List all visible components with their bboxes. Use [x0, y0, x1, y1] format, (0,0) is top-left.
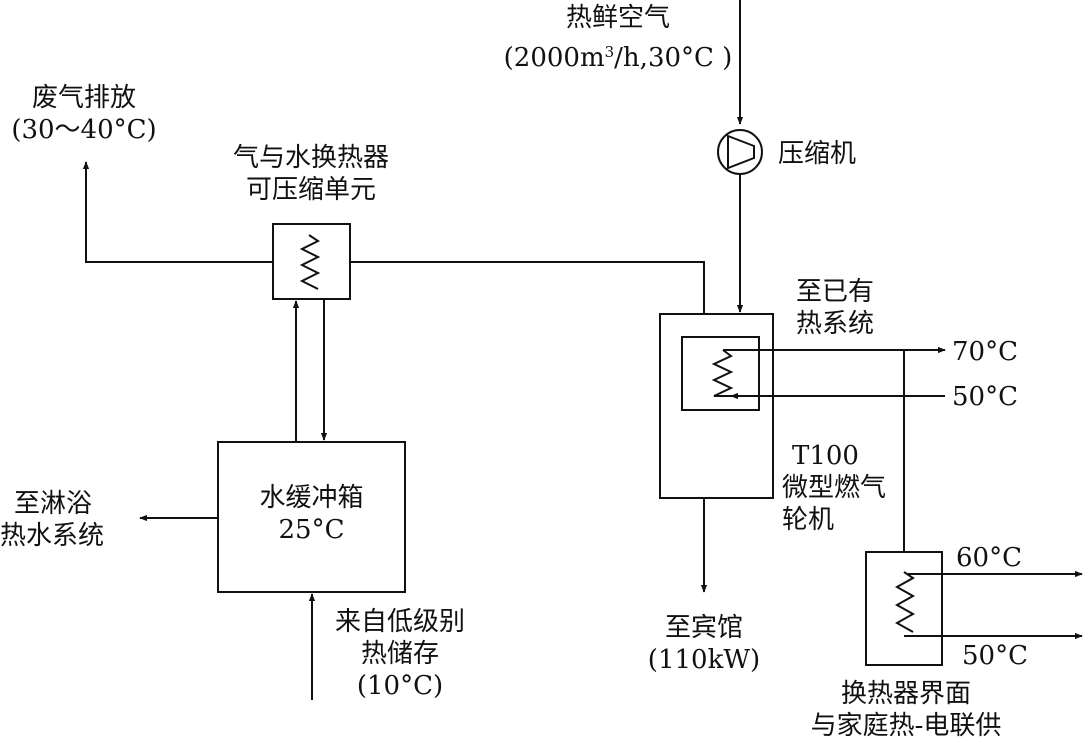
fresh-air-text: 热鲜空气: [565, 3, 670, 33]
low-grade-text-3: (10°C): [356, 671, 444, 701]
hx-coil-icon: [299, 234, 321, 290]
interface-text-1: 换热器界面: [840, 679, 971, 709]
hotel-label: 至宾馆 (110kW): [640, 612, 768, 676]
hx-title-label: 气与水换热器 可压缩单元: [212, 142, 410, 206]
fresh-air-spec-text-2: /h,30°C ): [614, 43, 733, 73]
exhaust-label: 废气排放 (30～40°C): [4, 82, 164, 146]
fresh-air-label: 热鲜空气: [548, 2, 688, 34]
temp-50-top-label: 50°C: [952, 381, 1018, 413]
hx-title-text-2: 可压缩单元: [245, 175, 376, 205]
turbine-text-1: T100: [792, 441, 859, 471]
low-grade-text-2: 热储存: [360, 639, 439, 669]
interface-label: 换热器界面 与家庭热-电联供: [774, 678, 1038, 742]
compressor-text: 压缩机: [778, 139, 857, 169]
shower-text-1: 至淋浴: [14, 489, 93, 519]
tank-label: 水缓冲箱 25°C: [218, 482, 405, 546]
exhaust-text: 废气排放: [31, 83, 136, 113]
existing-heat-label: 至已有 热系统: [796, 276, 874, 340]
fresh-air-spec-sup: 3: [604, 43, 615, 61]
hotel-text-2: (110kW): [647, 645, 761, 675]
tank-text-2: 25°C: [278, 515, 345, 545]
turbine-text-3: 轮机: [782, 505, 835, 535]
low-grade-text-1: 来自低级别: [334, 607, 465, 637]
turbine-box: [659, 313, 774, 499]
tank-text-1: 水缓冲箱: [259, 483, 364, 513]
temp-50-bottom-text: 50°C: [962, 641, 1028, 671]
low-grade-label: 来自低级别 热储存 (10°C): [322, 606, 478, 702]
existing-heat-text-1: 至已有: [796, 277, 875, 307]
temp-50-bottom-label: 50°C: [962, 640, 1028, 672]
compressor-label: 压缩机: [778, 138, 856, 170]
temp-70-label: 70°C: [952, 336, 1018, 368]
exhaust-temp-text: (30～40°C): [11, 115, 157, 145]
shower-text-2: 热水系统: [0, 521, 105, 551]
temp-60-label: 60°C: [956, 542, 1022, 574]
domestic-hx-box: [865, 551, 943, 666]
gas-water-hx-box: [272, 223, 351, 300]
compressor-icon: [717, 129, 763, 175]
domestic-coil-icon: [894, 571, 916, 633]
fresh-air-spec-label: (2000m3/h,30°C ): [498, 42, 738, 74]
existing-heat-text-2: 热系统: [796, 309, 875, 339]
temp-60-text: 60°C: [956, 543, 1022, 573]
exhaust-pipe: [350, 261, 705, 314]
interface-text-2: 与家庭热-电联供: [810, 711, 1002, 741]
turbine-label: T100 微型燃气 轮机: [782, 440, 886, 536]
turbine-inner-hx: [681, 336, 760, 411]
hx-title-text-1: 气与水换热器: [232, 143, 389, 173]
shower-label: 至淋浴 热水系统: [0, 488, 104, 552]
turbine-text-2: 微型燃气: [782, 473, 887, 503]
fresh-air-spec-text: (2000m: [503, 43, 605, 73]
temp-70-text: 70°C: [952, 337, 1018, 367]
hotel-text-1: 至宾馆: [664, 613, 743, 643]
temp-50-top-text: 50°C: [952, 382, 1018, 412]
exhaust-outlet: [82, 161, 273, 263]
turbine-coil-icon: [711, 349, 734, 397]
compressor-symbol: [727, 134, 755, 170]
